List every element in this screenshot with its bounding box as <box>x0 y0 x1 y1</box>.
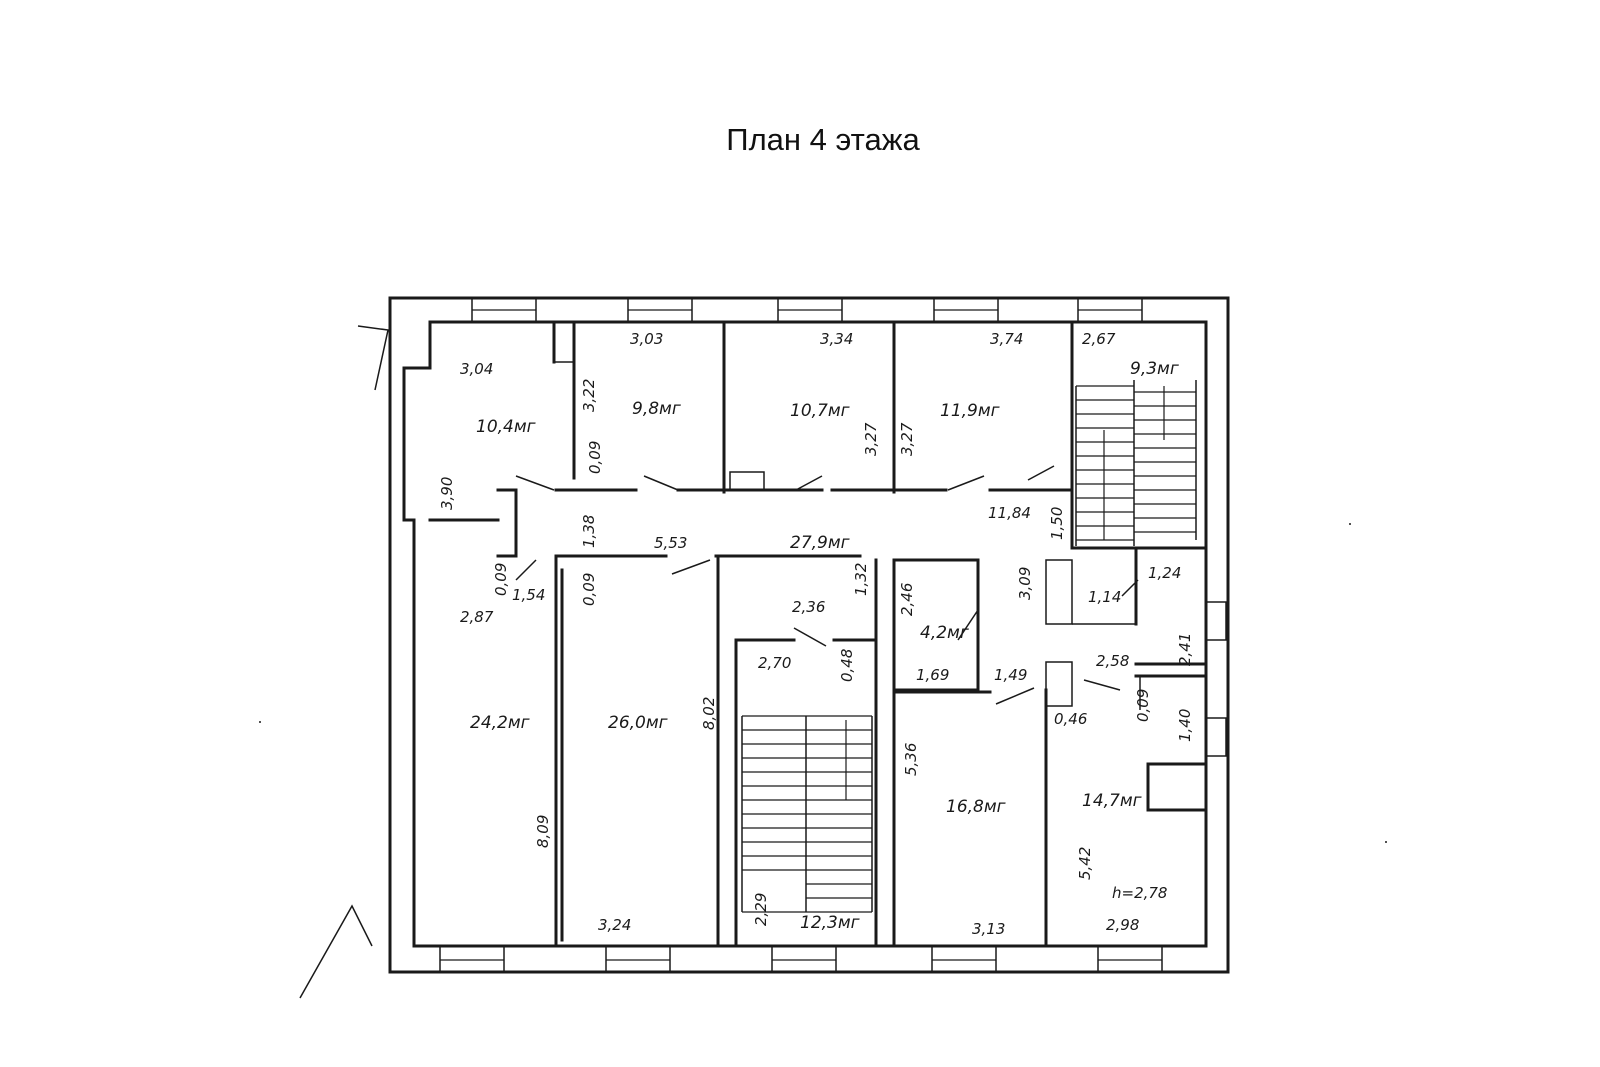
room-area-labels: 10,4мг 9,8мг 10,7мг 11,9мг 9,3мг 27,9мг … <box>470 359 1179 933</box>
dimension-label: 0,09 <box>580 573 598 606</box>
dimension-label: 8,02 <box>700 697 718 730</box>
dimension-label: 0,09 <box>492 563 510 596</box>
dimension-label: 1,14 <box>1088 588 1121 606</box>
room-area-label: 27,9мг <box>790 533 850 553</box>
plan-title: План 4 этажа <box>726 122 920 157</box>
dimension-label: 0,48 <box>838 649 856 682</box>
interior-walls <box>428 320 1208 948</box>
dimension-label: 3,27 <box>898 422 916 456</box>
dimension-label: 3,09 <box>1016 567 1034 600</box>
dimension-label: 2,29 <box>752 893 770 926</box>
dimension-label: 1,38 <box>580 515 598 548</box>
room-area-label: 10,4мг <box>476 417 536 437</box>
dimension-label: 1,49 <box>994 666 1027 684</box>
dimension-label: h=2,78 <box>1112 884 1167 902</box>
dimension-label: 2,98 <box>1106 916 1139 934</box>
staircase-bottom-middle <box>741 715 873 913</box>
dimension-label: 1,50 <box>1048 507 1066 540</box>
dimension-labels: 3,04 3,03 3,34 3,74 2,67 3,22 0,09 3,90 … <box>438 330 1194 938</box>
dimension-label: 2,41 <box>1176 633 1194 666</box>
dimension-label: 5,36 <box>902 743 920 776</box>
dimension-label: 3,90 <box>438 477 456 510</box>
dimension-label: 2,87 <box>460 608 494 626</box>
dimension-label: 5,53 <box>654 534 687 552</box>
dimension-label: 3,22 <box>580 379 598 412</box>
staircase-top-right <box>1075 380 1197 546</box>
dimension-label: 2,70 <box>758 654 791 672</box>
dimension-label: 3,13 <box>972 920 1005 938</box>
dimension-label: 0,46 <box>1054 710 1087 728</box>
dimension-label: 1,40 <box>1176 709 1194 742</box>
dimension-label: 2,46 <box>898 583 916 616</box>
dimension-label: 1,24 <box>1148 564 1181 582</box>
windows <box>439 297 1227 973</box>
room-area-label: 9,8мг <box>632 399 681 419</box>
dimension-label: 1,54 <box>512 586 545 604</box>
dimension-label: 0,09 <box>586 441 604 474</box>
scan-specks <box>259 523 1387 843</box>
room-area-label: 12,3мг <box>800 913 860 933</box>
room-area-label: 26,0мг <box>608 713 668 733</box>
room-area-label: 4,2мг <box>920 623 969 643</box>
dimension-label: 3,03 <box>630 330 663 348</box>
room-area-label: 14,7мг <box>1082 791 1142 811</box>
dimension-label: 2,36 <box>792 598 825 616</box>
room-area-label: 11,9мг <box>940 401 1000 421</box>
dimension-label: 3,24 <box>598 916 631 934</box>
room-area-label: 10,7мг <box>790 401 850 421</box>
dimension-label: 2,67 <box>1082 330 1116 348</box>
room-area-label: 16,8мг <box>946 797 1006 817</box>
dimension-label: 0,09 <box>1134 689 1152 722</box>
dimension-label: 11,84 <box>988 504 1031 522</box>
dimension-label: 5,42 <box>1076 847 1094 880</box>
room-area-label: 24,2мг <box>470 713 530 733</box>
dimension-label: 2,58 <box>1096 652 1129 670</box>
doors <box>515 465 1139 705</box>
dimension-label: 3,04 <box>460 360 493 378</box>
dimension-label: 1,69 <box>916 666 949 684</box>
dimension-label: 3,74 <box>990 330 1023 348</box>
dimension-label: 3,27 <box>862 422 880 456</box>
dimension-label: 1,32 <box>852 563 870 596</box>
dimension-label: 3,34 <box>820 330 853 348</box>
room-area-label: 9,3мг <box>1130 359 1179 379</box>
dimension-label: 8,09 <box>534 815 552 848</box>
